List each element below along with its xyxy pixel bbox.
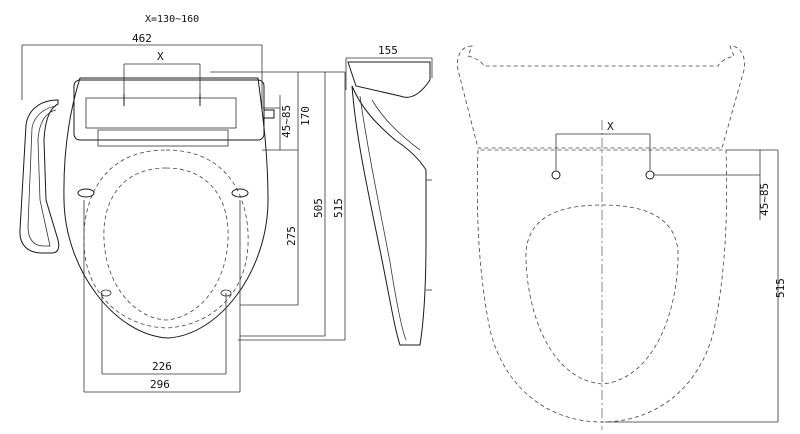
control-panel <box>19 99 60 254</box>
rear-housing <box>73 79 265 141</box>
dim-outer-width: 296 <box>150 378 170 391</box>
hinge-hole-right <box>645 170 655 180</box>
dim-seat-length: 275 <box>285 226 298 246</box>
seat-opening <box>103 167 229 321</box>
dim-side-height: 155 <box>378 44 398 57</box>
dim-toilet-length: 515 <box>774 278 787 298</box>
dim-lid-length: 505 <box>312 198 325 218</box>
dim-overall-width: 462 <box>132 32 152 45</box>
dim-verticals: 45~85 170 275 505 515 <box>210 71 346 341</box>
bumper-front-right <box>231 188 249 198</box>
bumper-front-left <box>77 188 95 198</box>
dim-widths: 226 296 <box>83 200 241 393</box>
side-knob <box>263 109 275 119</box>
dim-hinge-to-rear: 170 <box>299 106 312 126</box>
dim-hinge-range: 45~85 <box>280 105 293 138</box>
front-view: 462 X 45~85 170 275 505 515 <box>19 32 346 393</box>
toilet-view: X 45~85 515 <box>457 45 787 430</box>
toilet-tank <box>457 45 745 149</box>
dim-total-length: 515 <box>332 198 345 218</box>
dim-x-label: X <box>157 50 164 63</box>
bowl-opening <box>525 204 679 385</box>
bumper-rear-left <box>100 289 112 297</box>
dim-x-toilet: X <box>607 120 614 133</box>
hinge-block <box>85 97 237 129</box>
dim-inner-width: 226 <box>152 360 172 373</box>
seat-outline <box>63 77 269 339</box>
dim-x-front: X <box>123 50 201 94</box>
side-view: 155 <box>345 44 433 346</box>
dim-hinge-range-toilet: 45~85 <box>758 183 771 216</box>
hinge-plate <box>97 129 229 147</box>
x-range-note: X=130~160 <box>145 14 199 25</box>
hinge-hole-left <box>551 170 561 180</box>
dim-462: 462 <box>21 32 263 108</box>
